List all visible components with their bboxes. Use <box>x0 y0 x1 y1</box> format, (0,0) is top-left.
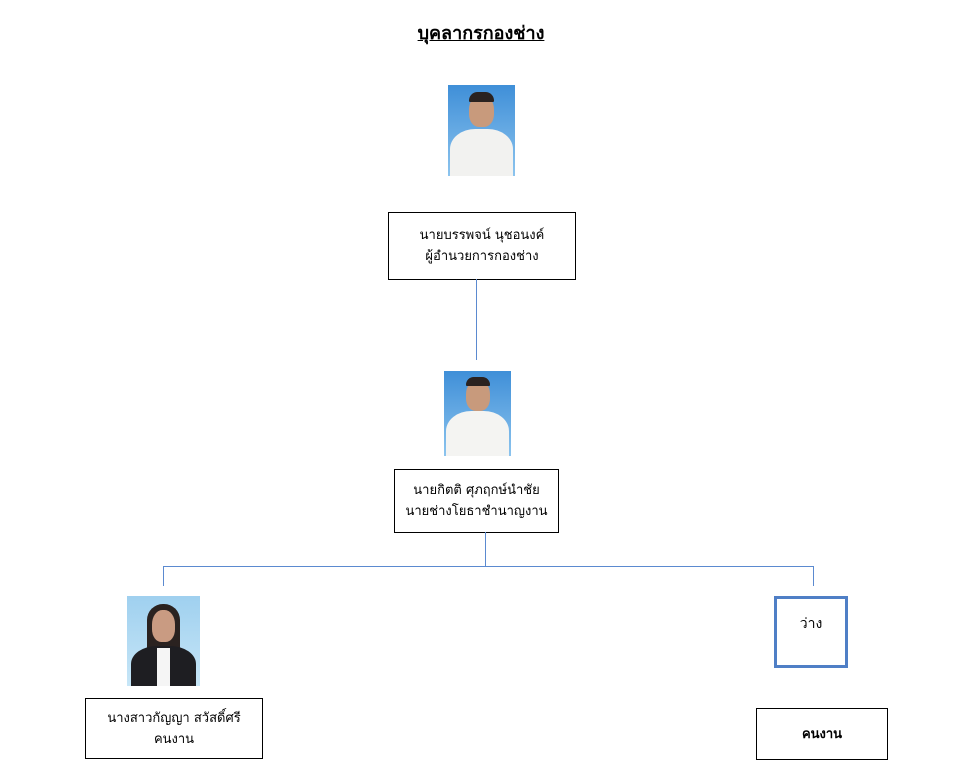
page-title: บุคลากรกองช่าง <box>417 23 545 44</box>
director-box: นายบรรพจน์ นุชอนงค์ ผู้อำนวยการกองช่าง <box>388 212 576 280</box>
engineer-photo <box>444 371 511 456</box>
vacant-box: คนงาน <box>756 708 888 760</box>
staff-position: คนงาน <box>153 731 195 747</box>
engineer-box: นายกิตติ ศุภฤกษ์นำชัย นายช่างโยธาชำนาญงา… <box>394 469 559 533</box>
staff-box: นางสาวกัญญา สวัสดิ์ศรี คนงาน <box>85 698 263 759</box>
connector-line <box>485 532 486 566</box>
engineer-position: นายช่างโยธาชำนาญงาน <box>405 504 548 519</box>
vacant-photo-placeholder: ว่าง <box>774 596 848 668</box>
director-name: นายบรรพจน์ นุชอนงค์ <box>419 228 545 243</box>
connector-line <box>476 279 477 360</box>
vacant-position: คนงาน <box>801 726 843 742</box>
staff-name: นางสาวกัญญา สวัสดิ์ศรี <box>107 710 241 726</box>
connector-line <box>163 566 814 567</box>
vacant-label: ว่าง <box>799 616 823 632</box>
director-position: ผู้อำนวยการกองช่าง <box>425 249 539 264</box>
engineer-name: นายกิตติ ศุภฤกษ์นำชัย <box>413 483 540 498</box>
connector-line <box>163 566 164 586</box>
director-photo <box>448 85 515 176</box>
staff-photo <box>127 596 200 686</box>
connector-line <box>813 566 814 586</box>
